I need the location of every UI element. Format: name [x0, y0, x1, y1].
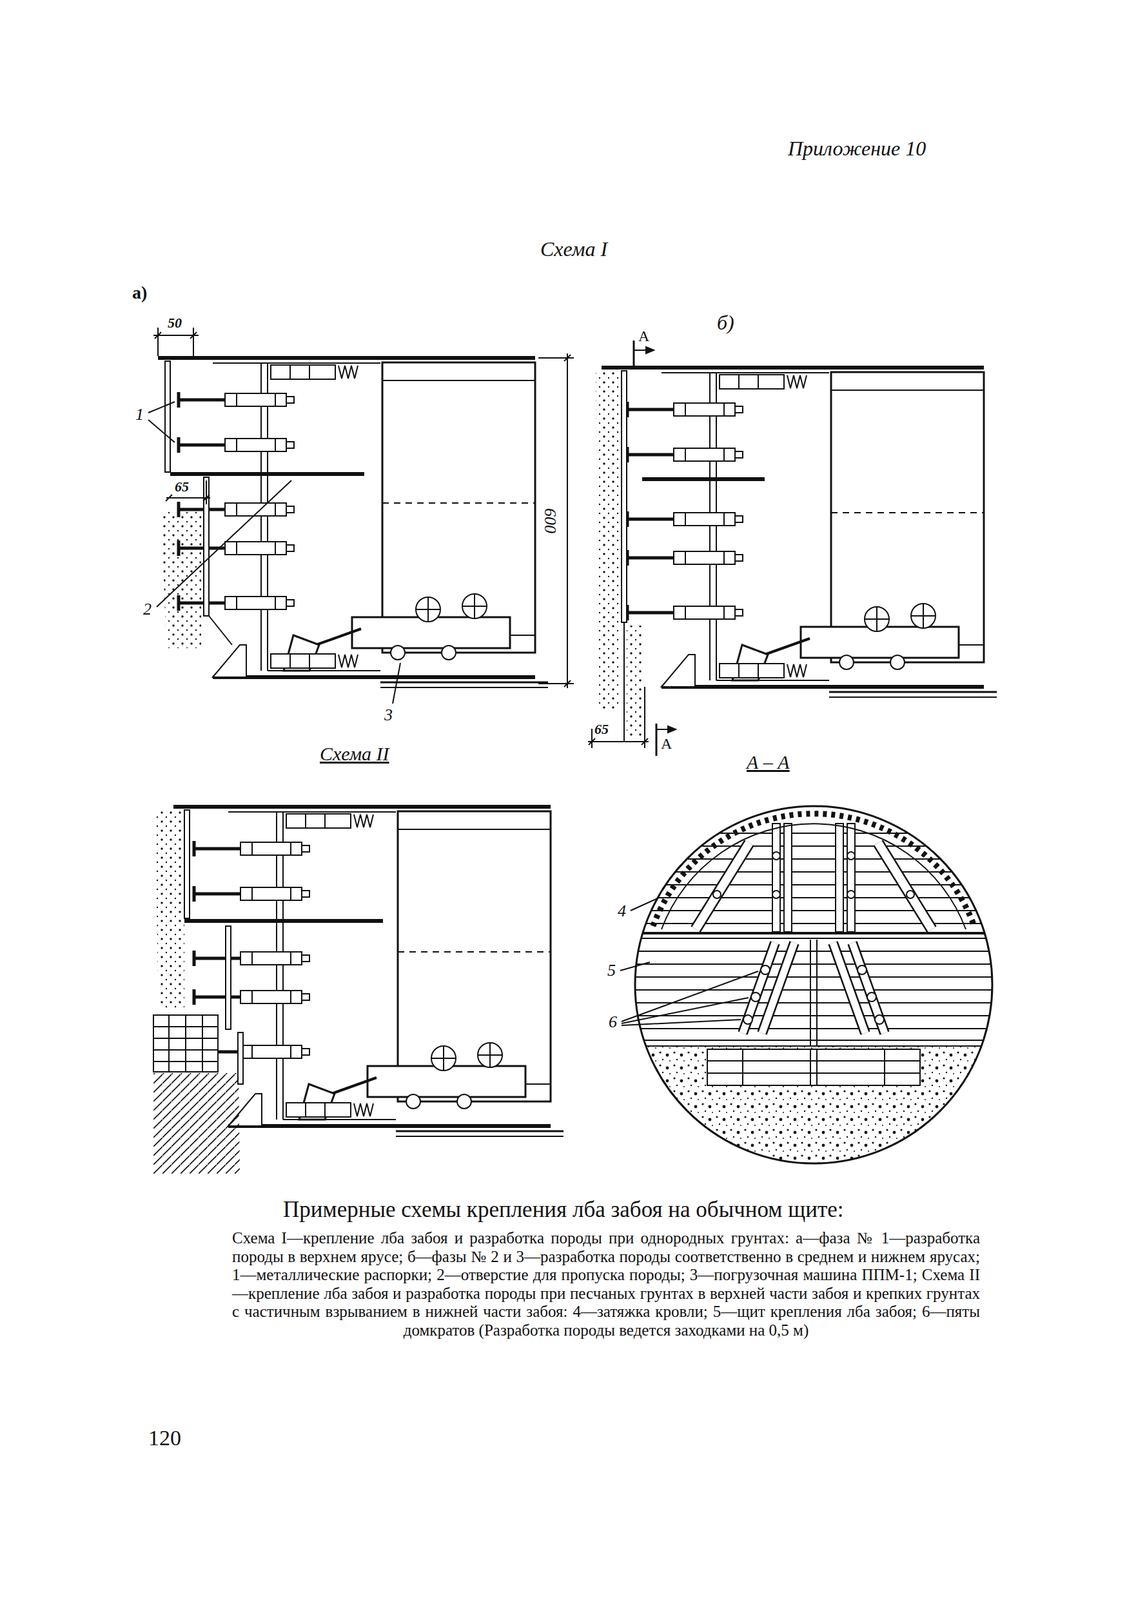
- dimension: 65: [174, 478, 189, 495]
- view-letter: а): [132, 282, 147, 304]
- figure-title: Примерные схемы крепления лба забоя на о…: [283, 1196, 844, 1223]
- section-mark: А: [638, 327, 650, 346]
- scheme-1a: [148, 327, 574, 704]
- figure-caption: Схема I—крепление лба забоя и разработка…: [232, 1228, 980, 1340]
- dimension: 50: [167, 314, 182, 331]
- section-mark: А: [660, 735, 672, 754]
- section-title: А – А: [746, 751, 790, 774]
- leader-lines: [620, 897, 759, 1026]
- callout-number: 5: [607, 960, 616, 980]
- callout-number: 4: [617, 901, 627, 921]
- callout-number: 3: [384, 705, 393, 725]
- appendix-heading: Приложение 10: [787, 136, 926, 161]
- callout-number: 2: [143, 599, 152, 619]
- section-a-a: [633, 805, 995, 1169]
- scheme-title: Схема II: [319, 742, 390, 766]
- scheme-1b: [588, 340, 997, 756]
- view-letter: б): [716, 310, 735, 335]
- page-number: 120: [148, 1424, 182, 1451]
- scheme-2: [153, 806, 564, 1174]
- callout-number: 6: [608, 1012, 618, 1032]
- scheme-title: Схема I: [540, 237, 608, 262]
- dimension: 65: [594, 720, 609, 737]
- callout-number: 1: [135, 404, 144, 425]
- dimension: 600: [540, 508, 560, 534]
